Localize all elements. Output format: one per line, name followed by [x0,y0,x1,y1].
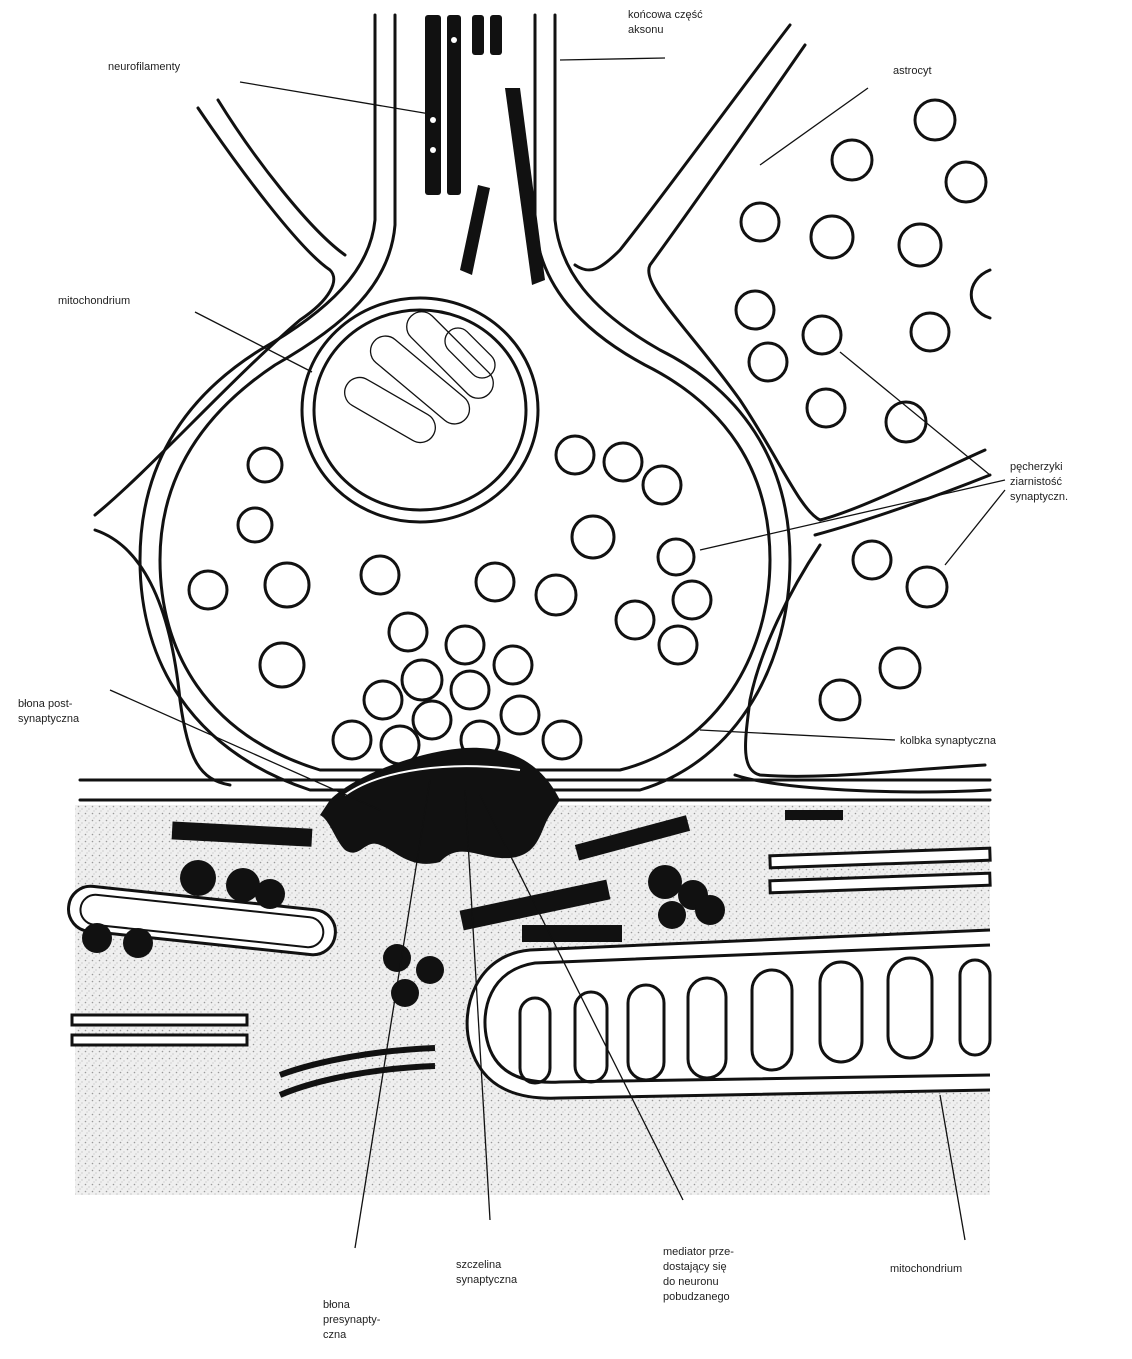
label-presynaptic-membrane: błona presynapty- czna [323,1298,380,1343]
mitochondrium-bottom [467,930,990,1098]
label-axon-terminal: końcowa część aksonu [628,8,703,38]
mitochondrium-top [302,298,538,522]
label-synaptic-bulb: kolbka synaptyczna [900,734,996,749]
label-mediator: mediator prze- dostający się do neuronu … [663,1245,734,1305]
label-vesicles: pęcherzyki ziarnistość synaptyczn. [1010,460,1068,505]
label-postsynaptic-membrane: błona post- synaptyczna [18,697,79,727]
label-mitochondrium-top: mitochondrium [58,294,130,309]
presynaptic-density [320,748,560,864]
label-synaptic-cleft: szczelina synaptyczna [456,1258,517,1288]
label-astrocyte: astrocyt [893,64,932,79]
neurofilaments [425,15,545,285]
label-neurofilaments: neurofilamenty [108,60,180,75]
label-mitochondrium-bottom: mitochondrium [890,1262,962,1277]
